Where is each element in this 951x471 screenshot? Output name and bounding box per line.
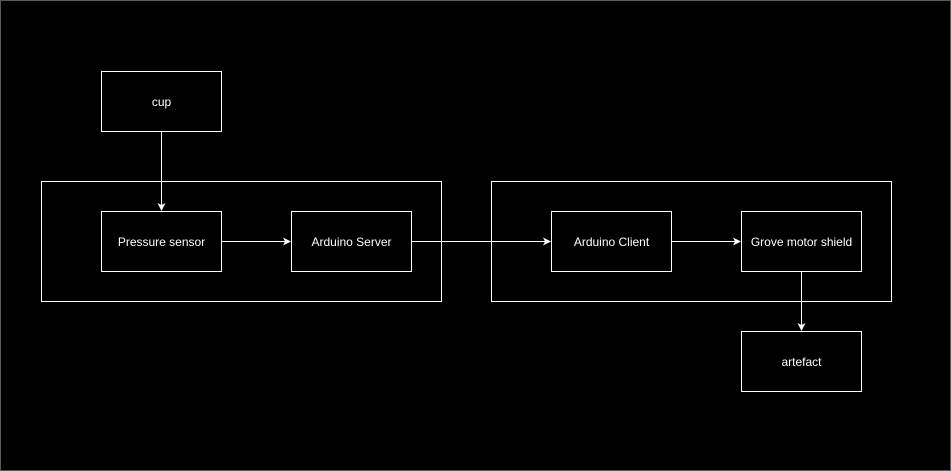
arduino-server-node: Arduino Server [291,211,412,272]
arduino-server-label: Arduino Server [311,234,392,249]
cup-node: cup [101,71,222,132]
artefact-node: artefact [741,331,862,392]
artefact-label: artefact [781,354,822,369]
grove-motor-shield-label: Grove motor shield [750,234,853,249]
pressure-sensor-node: Pressure sensor [101,211,222,272]
pressure-sensor-label: Pressure sensor [117,234,206,249]
cup-label: cup [151,94,172,109]
grove-motor-shield-node: Grove motor shield [741,211,862,272]
arduino-client-node: Arduino Client [551,211,672,272]
arduino-client-label: Arduino Client [573,234,650,249]
